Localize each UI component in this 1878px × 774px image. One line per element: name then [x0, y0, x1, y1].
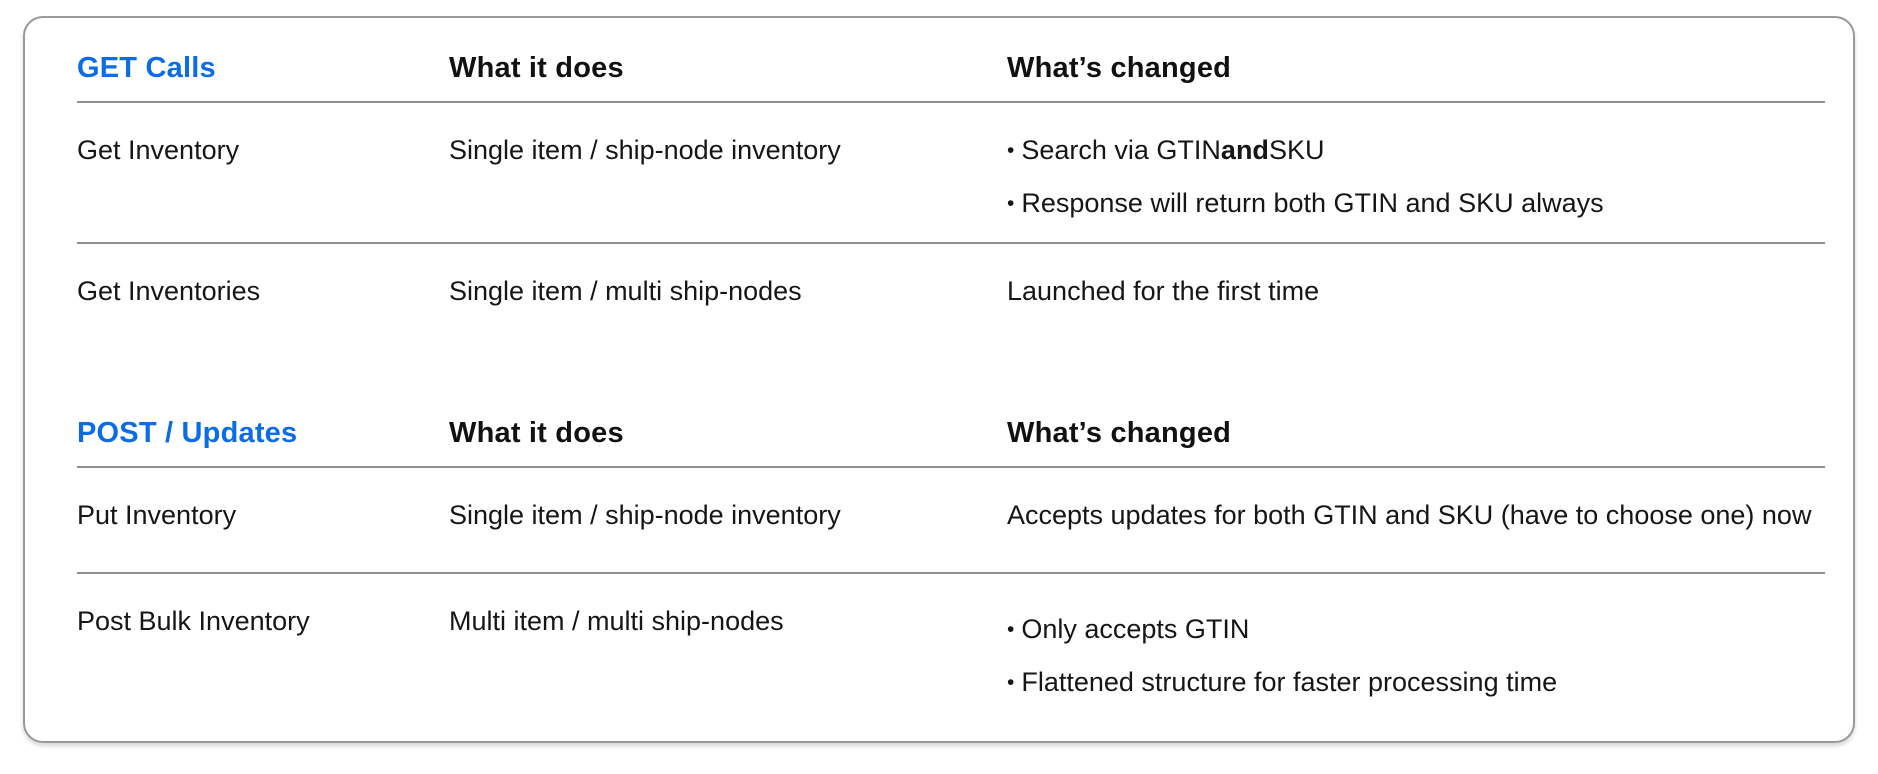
table-section: GET Calls What it does What’s changed Ge…	[77, 51, 1825, 416]
text-segment: and	[1220, 135, 1269, 165]
table-row: Put Inventory Single item / ship-node in…	[77, 468, 1825, 574]
bullet-icon: •	[1007, 192, 1015, 215]
section-title: GET Calls	[77, 52, 216, 84]
whats-changed-cell: Launched for the first time	[1007, 275, 1825, 307]
what-it-does-cell: Single item / ship-node inventory	[449, 500, 841, 530]
column-header-whats-changed: What’s changed	[1007, 52, 1232, 84]
bullet-icon: •	[1007, 671, 1015, 694]
section-rows: Get Inventory Single item / ship-node in…	[77, 103, 1825, 416]
section-header-row: POST / Updates What it does What’s chang…	[77, 416, 1825, 468]
bullet-icon: •	[1007, 139, 1015, 162]
what-it-does-cell: Single item / multi ship-nodes	[449, 276, 802, 306]
api-changes-card: GET Calls What it does What’s changed Ge…	[23, 16, 1855, 743]
bullet-icon: •	[1007, 618, 1015, 641]
whats-changed-cell: • Only accepts GTIN • Flattened structure f…	[1007, 605, 1825, 701]
call-name-cell: Get Inventory	[77, 135, 240, 165]
table-row: Get Inventories Single item / multi ship…	[77, 244, 1825, 416]
column-header-whats-changed: What’s changed	[1007, 417, 1232, 449]
bullet-item: • Flattened structure for faster processi…	[1007, 666, 1825, 701]
call-name-cell: Post Bulk Inventory	[77, 606, 310, 636]
text-segment: SKU	[1268, 135, 1325, 165]
section-rows: Put Inventory Single item / ship-node in…	[77, 468, 1825, 737]
text-segment: Flattened structure for faster processin…	[1021, 667, 1558, 697]
call-name-cell: Get Inventories	[77, 276, 261, 306]
what-it-does-cell: Multi item / multi ship-nodes	[449, 606, 784, 636]
text-segment: Response will return both GTIN and SKU a…	[1021, 188, 1604, 218]
changed-text: Accepts updates for both GTIN and SKU (h…	[1007, 499, 1825, 531]
section-title: POST / Updates	[77, 417, 298, 449]
what-it-does-cell: Single item / ship-node inventory	[449, 135, 841, 165]
table-section: POST / Updates What it does What’s chang…	[77, 416, 1825, 737]
section-header-row: GET Calls What it does What’s changed	[77, 51, 1825, 103]
text-segment: Only accepts GTIN	[1021, 614, 1250, 644]
changed-text: Launched for the first time	[1007, 275, 1825, 307]
text-segment: Search via GTIN	[1021, 135, 1221, 165]
bullet-item: • Response will return both GTIN and SKU …	[1007, 187, 1825, 222]
table-row: Get Inventory Single item / ship-node in…	[77, 103, 1825, 244]
whats-changed-cell: • Search via GTIN and SKU • Response will r…	[1007, 134, 1825, 222]
column-header-what-it-does: What it does	[449, 417, 624, 449]
bullet-item: • Search via GTIN and SKU	[1007, 134, 1825, 169]
text-segment: Accepts updates for both GTIN and SKU (h…	[1007, 500, 1812, 530]
column-header-what-it-does: What it does	[449, 52, 624, 84]
call-name-cell: Put Inventory	[77, 500, 237, 530]
whats-changed-cell: Accepts updates for both GTIN and SKU (h…	[1007, 499, 1825, 531]
table-row: Post Bulk Inventory Multi item / multi s…	[77, 574, 1825, 737]
bullet-item: • Only accepts GTIN	[1007, 613, 1825, 648]
text-segment: Launched for the first time	[1007, 276, 1320, 306]
